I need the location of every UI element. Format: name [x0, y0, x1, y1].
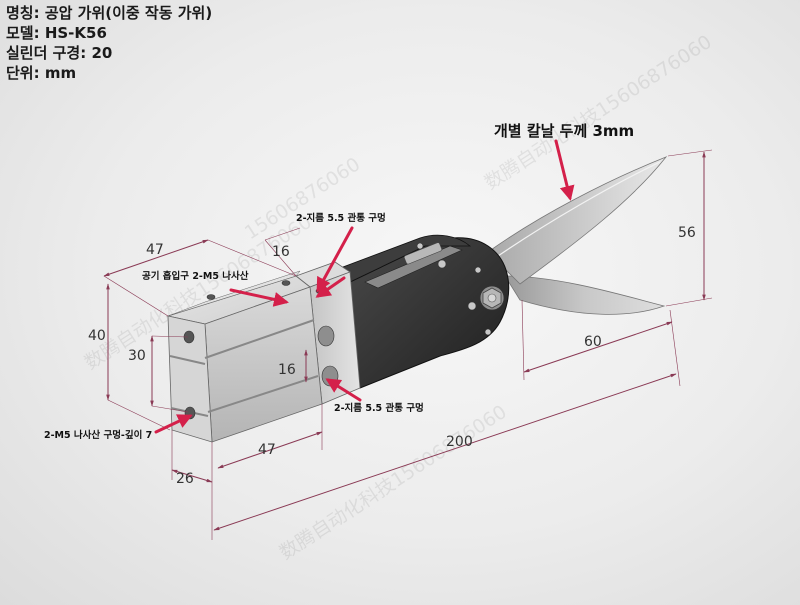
spec-cylinder-bore: 실린더 구경: 20 [6, 44, 113, 62]
annotation-tapped-hole: 2-M5 나사산 구멍-깊이 7 [44, 429, 152, 441]
annotation-air-inlet: 공기 흡입구 2-M5 나사산 [142, 270, 249, 282]
dim-hole-pitch-30: 30 [128, 348, 146, 364]
upper-blade [487, 156, 668, 285]
dim-blade-length: 60 [584, 334, 602, 350]
dim-hole-pitch-16: 16 [278, 362, 296, 378]
annotation-through-hole-top: 2-지름 5.5 관통 구멍 [296, 212, 386, 224]
dim-body-length-bottom: 47 [258, 442, 276, 458]
watermark-text: 数腾自动化科技15606876060 [276, 401, 511, 564]
spec-model: 모델: HS-K56 [6, 24, 107, 42]
dim-body-length-top: 47 [146, 242, 164, 258]
dim-height-40: 40 [88, 328, 106, 344]
linkage-bar [403, 242, 442, 265]
annotation-through-hole-bottom: 2-지름 5.5 관통 구멍 [334, 402, 424, 414]
dim-blade-height: 56 [678, 225, 696, 241]
spec-unit: 단위: mm [6, 64, 77, 82]
lower-blade [504, 275, 666, 315]
blade-edge [497, 161, 661, 257]
spec-name: 명칭: 공압 가위(이중 작동 가위) [6, 4, 213, 22]
dimension-lines [103, 149, 713, 540]
annotation-blade-thickness: 개별 칼날 두께 3mm [494, 122, 634, 140]
holder-rivets [416, 242, 492, 336]
dim-width-26: 26 [176, 471, 194, 487]
dim-end-block-16: 16 [272, 244, 290, 260]
annotation-arrows [154, 139, 575, 434]
dim-total-length: 200 [446, 434, 473, 450]
cylinder-top-face-main [167, 270, 301, 317]
watermark-text: 数腾自动化科技15606876060 [481, 31, 716, 194]
pivot-bolt [479, 285, 505, 311]
